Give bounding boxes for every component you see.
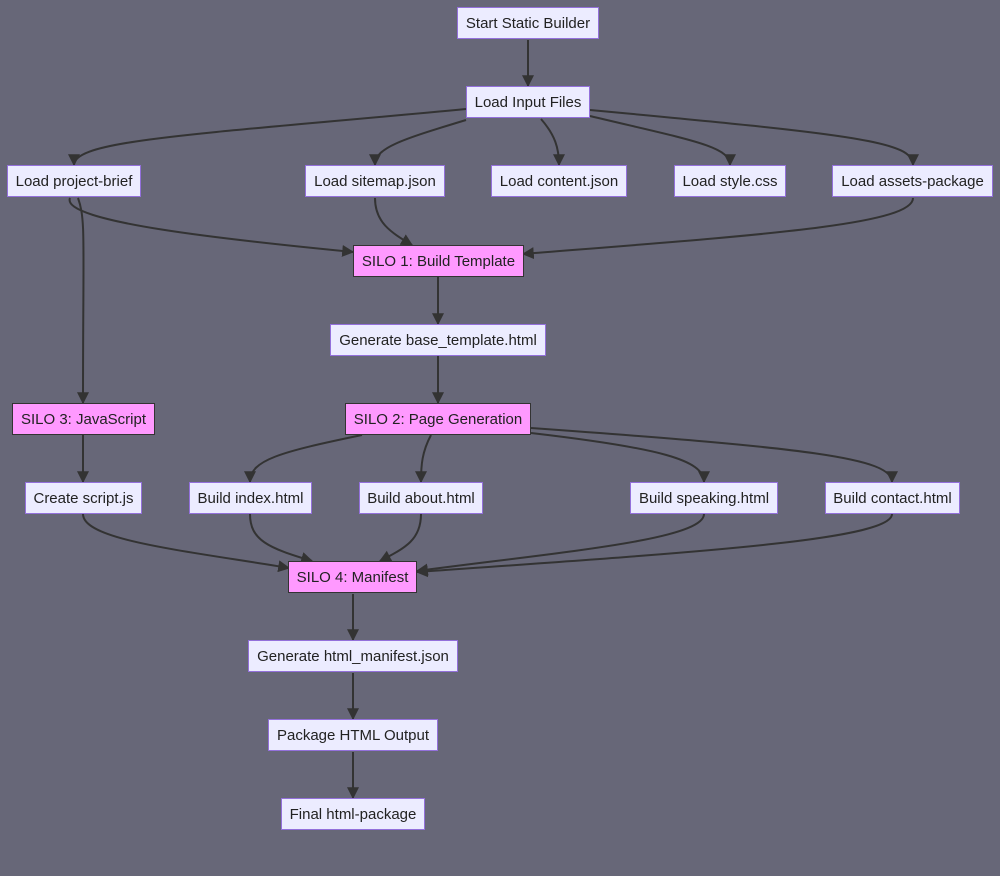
edge-load-input-load-assets [589, 109, 919, 167]
edge-build-speaking-silo4 [415, 513, 705, 576]
edge-load-input-load-brief [68, 108, 467, 167]
build-index-html-node: Build index.html [189, 482, 312, 514]
edge-create-js-silo4 [82, 513, 291, 573]
edge-silo2-build-contact [530, 427, 898, 484]
edge-load-input-load-content [540, 118, 565, 167]
build-about-html-node: Build about.html [359, 482, 483, 514]
silo-4-manifest-node: SILO 4: Manifest [288, 561, 417, 593]
edge-load-sitemap-silo1 [374, 197, 414, 246]
generate-html-manifest-node: Generate html_manifest.json [248, 640, 458, 672]
edge-load-brief-silo3 [77, 197, 90, 405]
edge-silo2-build-about [415, 434, 432, 484]
edge-load-input-load-sitemap [369, 119, 467, 167]
edge-build-index-silo4 [249, 513, 314, 564]
load-assets-package-node: Load assets-package [832, 165, 993, 197]
start-static-builder-node: Start Static Builder [457, 7, 599, 39]
silo-1-build-template-node: SILO 1: Build Template [353, 245, 524, 277]
load-sitemap-node: Load sitemap.json [305, 165, 445, 197]
build-contact-html-node: Build contact.html [825, 482, 960, 514]
edge-load-input-load-style [589, 115, 736, 167]
load-style-node: Load style.css [674, 165, 786, 197]
silo-2-page-generation-node: SILO 2: Page Generation [345, 403, 531, 435]
edge-silo2-build-index [244, 434, 363, 484]
silo-3-javascript-node: SILO 3: JavaScript [12, 403, 155, 435]
load-input-files-node: Load Input Files [466, 86, 590, 118]
edge-load-brief-silo1 [68, 197, 355, 257]
edge-build-about-silo4 [378, 513, 422, 562]
build-speaking-html-node: Build speaking.html [630, 482, 778, 514]
create-script-js-node: Create script.js [25, 482, 142, 514]
edge-silo2-build-speaking [530, 432, 710, 484]
final-html-package-node: Final html-package [281, 798, 425, 830]
load-project-brief-node: Load project-brief [7, 165, 141, 197]
package-html-output-node: Package HTML Output [268, 719, 438, 751]
generate-base-template-node: Generate base_template.html [330, 324, 546, 356]
edge-build-contact-silo4 [415, 513, 893, 578]
edge-load-assets-silo1 [521, 197, 914, 260]
load-content-node: Load content.json [491, 165, 627, 197]
